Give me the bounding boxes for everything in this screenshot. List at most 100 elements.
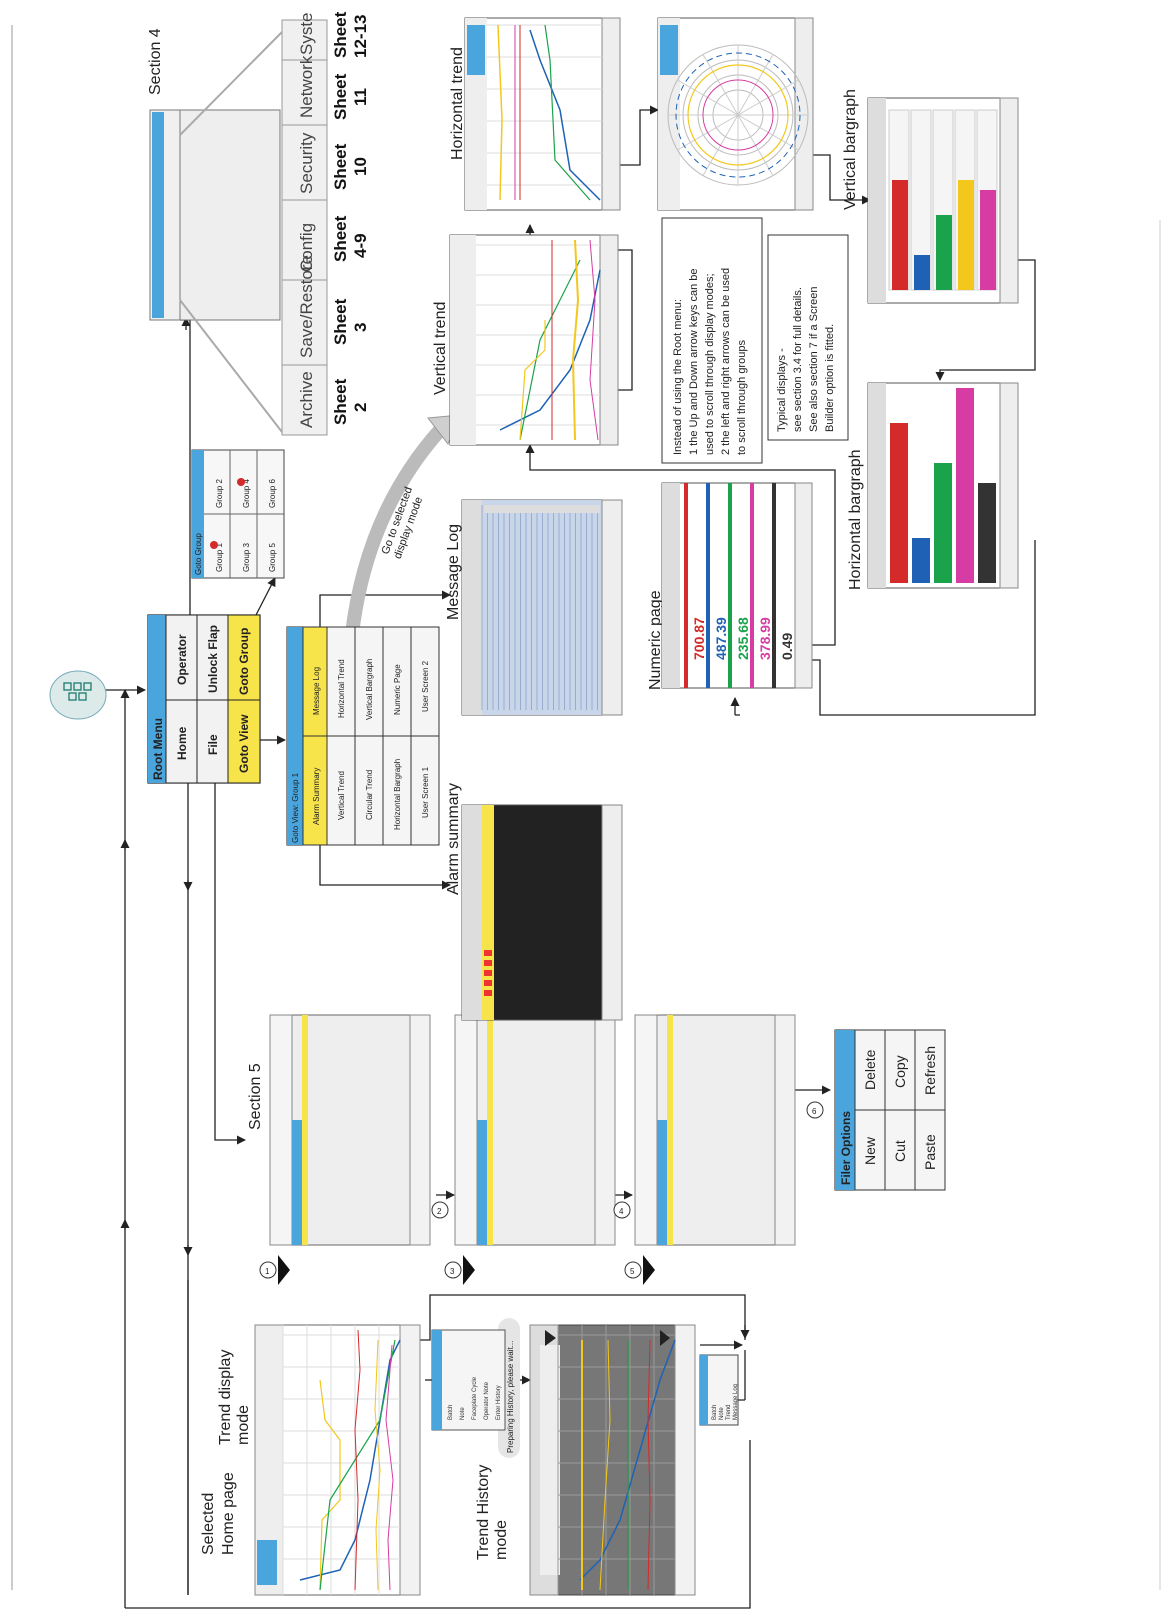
goto-view-alarm-summary[interactable] [302,735,328,846]
filer-screen-keys [594,1014,616,1246]
vertical-bargraph-label: Vertical bargraph [842,89,859,210]
sheet-label: Sheet [331,73,350,120]
message-log-label: Message Log [445,524,462,620]
numeric-bar [706,483,710,688]
filer-copy[interactable] [884,1029,916,1111]
tab-config[interactable]: Config [297,223,316,272]
horizontal-bargraph-label: Horizontal bargraph [847,449,864,590]
trend-trace [319,1379,341,1591]
filer-paste[interactable] [914,1109,946,1191]
goto-view-numeric-page[interactable] [382,626,412,737]
filer-screen-bar [477,1120,487,1245]
filer-highlight [667,1015,673,1245]
trend-trace [519,320,546,441]
goto-view-title: Goto View: Group 1 [291,772,300,843]
numeric-value: 235.68 [735,617,751,660]
numeric-bar [684,483,688,688]
numeric-bar [772,483,776,688]
trend-trace [354,1329,361,1591]
goto-group-6[interactable]: Group 6 [268,479,277,508]
trend-trace [571,239,580,441]
unlock-flap-button[interactable] [196,614,229,701]
goto-group-4[interactable]: Group 4 [242,479,251,508]
pointer-arrow-icon [278,1255,290,1285]
note-line: to scroll through groups [736,340,748,455]
goto-view-user-screen-1[interactable] [410,735,440,846]
tab-save-restore[interactable]: Save/Restore [297,255,316,358]
numeric-bar [728,483,732,688]
goto-view-user-screen-2[interactable] [410,626,440,737]
trend-trace [589,239,599,441]
history-menu-item: Message Log [733,1384,739,1420]
alarm-icon [210,541,218,549]
goto-view-label: User Screen 1 [421,766,430,818]
group-header [660,25,678,75]
polar-trace [702,79,774,151]
tab-security[interactable]: Security [297,132,316,194]
filer-refresh[interactable] [914,1029,946,1111]
section4-screen [149,31,283,433]
step-circle [431,1201,449,1219]
goto-group-menu: Goto Group Group 1 Group 2 Group 3 Group… [191,449,285,579]
operator-label: Operator [175,634,189,685]
goto-view-vertical-bargraph[interactable] [354,626,384,737]
operator-button[interactable] [165,614,198,701]
goto-group-button[interactable] [227,614,261,701]
group-header [257,1540,277,1585]
filer-label: Delete [862,1049,878,1090]
goto-view-label: Vertical Bargraph [365,659,374,720]
trend-trace [544,24,591,201]
left-arrow-icon [545,1330,556,1346]
file-label: File [206,734,220,755]
goto-group-5[interactable]: Group 5 [268,543,277,572]
tab-archive[interactable]: Archive [297,371,316,428]
filer-label: Refresh [922,1046,938,1095]
filer-cut[interactable] [884,1109,916,1191]
home-label: Home [175,726,189,760]
horizontal-bar [890,423,908,583]
numeric-bar [750,483,754,688]
sheet-label: Sheet [331,11,350,58]
vertical-trend-label: Vertical trend [432,302,449,395]
goto-view-menu: Goto View: Group 1 Alarm Summary Message… [286,626,440,846]
horizontal-bar [978,483,996,583]
root-menu-icon[interactable] [49,670,107,720]
file-button[interactable] [196,699,229,784]
vertical-bar [936,215,952,290]
vertical-bar [980,190,996,290]
trend-trace [529,29,601,201]
goto-view-horizontal-bargraph[interactable] [382,735,412,846]
filer-delete[interactable] [854,1029,886,1111]
filer-screen-bar [292,1120,302,1245]
history-menu-item: Note [719,1407,725,1420]
goto-view-message-log[interactable] [302,626,328,737]
goto-group-3[interactable]: Group 3 [242,543,251,572]
history-trace [579,1339,676,1581]
goto-group-2[interactable]: Group 2 [215,479,224,508]
sheet-label: Sheet [331,298,350,345]
tab-network[interactable]: Network [297,55,316,118]
root-menu-title: Root Menu [151,718,165,780]
filer-label: Copy [892,1055,908,1088]
filer-screen-keys [409,1014,431,1246]
polar-trace [687,64,789,166]
goto-group-label: Goto Group [237,628,251,695]
arrow-keys-note: Instead of using the Root menu: 1 the Up… [661,217,763,464]
filer-options-title: Filer Options [839,1111,853,1185]
filer-new[interactable] [854,1109,886,1191]
note-line: 2 the left and right arrows can be used [720,268,732,455]
trend-history-screen [529,1324,696,1596]
goto-group-1[interactable]: Group 1 [215,543,224,572]
note-line: 1 the Up and Down arrow keys can be [688,269,700,456]
step-circle [624,1261,642,1279]
alarm-icon [237,478,245,486]
sheet-number: 2 [351,403,370,412]
tab-system[interactable]: Syste [297,12,316,55]
goto-view-horizontal-trend[interactable] [326,626,356,737]
goto-view-button[interactable] [227,699,261,784]
goto-view-label: Goto View [237,714,251,773]
step-number: 2 [437,1207,442,1216]
